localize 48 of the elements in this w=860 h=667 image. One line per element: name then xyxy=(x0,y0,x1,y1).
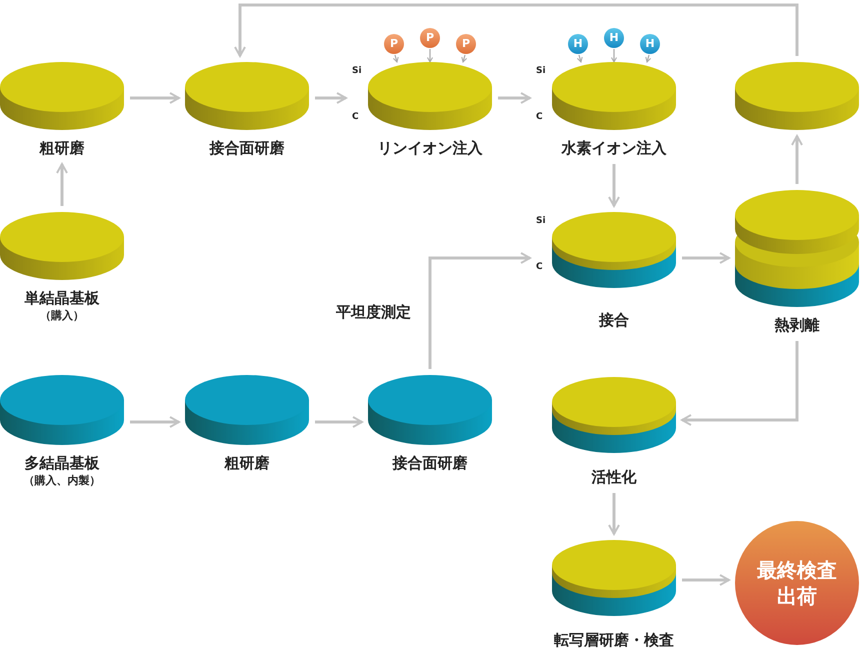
layer-label: Si xyxy=(536,66,546,76)
arrow xyxy=(427,49,433,62)
arrow xyxy=(682,252,730,264)
arrow xyxy=(315,416,363,428)
step-label: 粗研磨 xyxy=(223,453,270,473)
step-label: 転写層研磨・検査 xyxy=(553,630,675,650)
layer-label: Si xyxy=(352,66,362,76)
ion-circle: P xyxy=(456,34,476,54)
arrow xyxy=(611,49,617,62)
arrow xyxy=(498,92,531,104)
step-label: 接合面研磨 xyxy=(391,453,468,473)
step-label: 熱剥離 xyxy=(774,315,820,335)
step-label: 水素イオン注入 xyxy=(560,138,668,158)
arrow xyxy=(315,92,347,104)
arrow xyxy=(234,4,798,57)
arrow xyxy=(608,493,620,535)
ion-circle: P xyxy=(384,34,404,54)
final-step-circle: 最終検査出荷 xyxy=(735,521,859,645)
arrow xyxy=(130,416,180,428)
arrow xyxy=(130,92,180,104)
layer-label: C xyxy=(536,112,543,122)
layer-label: Si xyxy=(536,216,546,226)
layer-label: C xyxy=(352,112,359,122)
layer-label: C xyxy=(536,262,543,272)
arrow xyxy=(681,341,798,426)
step-label: 活性化 xyxy=(590,467,638,487)
step-label: 接合面研磨 xyxy=(208,138,286,158)
arrow xyxy=(392,54,399,62)
step-note: （購入、内製） xyxy=(22,473,102,488)
arrow xyxy=(645,54,652,62)
arrow xyxy=(791,135,803,184)
arrow xyxy=(576,54,583,62)
step-label: 接合 xyxy=(598,310,630,330)
ion-circle: H xyxy=(604,28,624,48)
arrow xyxy=(461,54,468,62)
ion-circle: H xyxy=(640,34,660,54)
ion-circle: P xyxy=(420,28,440,48)
arrow xyxy=(428,252,531,369)
step-label: リンイオン注入 xyxy=(376,138,484,158)
step-label: 多結晶基板 xyxy=(24,453,100,473)
arrow xyxy=(682,574,730,586)
edge-label: 平坦度測定 xyxy=(334,302,413,322)
ion-circle: H xyxy=(568,34,588,54)
arrow xyxy=(608,164,620,207)
step-label: 単結晶基板 xyxy=(24,288,100,308)
arrow xyxy=(56,163,68,206)
step-label: 粗研磨 xyxy=(38,138,86,158)
step-note: （購入） xyxy=(39,308,85,323)
